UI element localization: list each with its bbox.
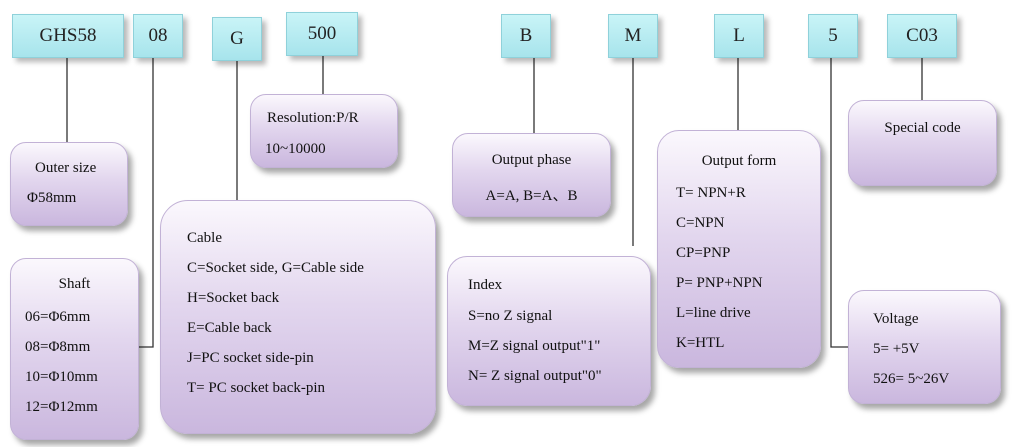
shaft-option-10: 10=Φ10mm — [25, 369, 98, 385]
resolution-range: 10~10000 — [265, 141, 326, 157]
index-option-m: M=Z signal output"1" — [468, 338, 601, 354]
outer-size-box: Outer size Φ58mm — [10, 142, 128, 226]
special-code-title: Special code — [884, 120, 961, 136]
index-option-n: N= Z signal output"0" — [468, 368, 602, 384]
output-phase-option: A=A, B=A、B — [485, 188, 578, 204]
outer-size-value: Φ58mm — [27, 190, 77, 206]
shaft-box: Shaft 06=Φ6mm 08=Φ8mm 10=Φ10mm 12=Φ12mm — [10, 258, 139, 440]
resolution-title: Resolution:P/R — [267, 110, 359, 126]
resolution-box: Resolution:P/R 10~10000 — [250, 94, 398, 168]
index-title: Index — [468, 277, 503, 293]
cable-title: Cable — [187, 230, 222, 246]
shaft-option-12: 12=Φ12mm — [25, 399, 98, 415]
cable-box: Cable C=Socket side, G=Cable side H=Sock… — [160, 200, 436, 434]
code-output-phase: B — [501, 14, 551, 58]
cable-option-t: T= PC socket back-pin — [187, 380, 326, 396]
output-form-option-cp: CP=PNP — [676, 245, 731, 261]
voltage-box: Voltage 5= +5V 526= 5~26V — [848, 290, 1001, 404]
voltage-option-5: 5= +5V — [873, 341, 920, 357]
output-form-option-l: L=line drive — [676, 305, 751, 321]
wire-voltage-to-voltage-box — [830, 58, 848, 348]
cable-option-c-g: C=Socket side, G=Cable side — [187, 260, 364, 276]
outer-size-title: Outer size — [35, 160, 97, 176]
cable-option-e: E=Cable back — [187, 320, 272, 336]
output-form-option-c: C=NPN — [676, 215, 725, 231]
index-box: Index S=no Z signal M=Z signal output"1"… — [447, 256, 651, 406]
code-resolution: 500 — [286, 12, 358, 56]
code-model: GHS58 — [12, 14, 124, 58]
voltage-title: Voltage — [873, 311, 919, 327]
code-shaft: 08 — [133, 14, 183, 58]
output-form-title: Output form — [701, 153, 777, 169]
output-form-option-t: T= NPN+R — [676, 185, 746, 201]
code-voltage: 5 — [808, 14, 858, 58]
output-phase-box: Output phase A=A, B=A、B — [452, 133, 611, 217]
shaft-option-08: 08=Φ8mm — [25, 339, 91, 355]
wire-shaft-to-shaft-box — [139, 56, 154, 348]
output-form-option-k: K=HTL — [676, 335, 725, 351]
index-option-s: S=no Z signal — [468, 308, 553, 324]
shaft-option-06: 06=Φ6mm — [25, 309, 91, 325]
output-form-box: Output form T= NPN+R C=NPN CP=PNP P= PNP… — [657, 130, 821, 368]
output-form-option-p: P= PNP+NPN — [676, 275, 763, 291]
cable-option-j: J=PC socket side-pin — [187, 350, 314, 366]
special-code-box: Special code — [848, 100, 997, 186]
output-phase-title: Output phase — [491, 152, 572, 168]
cable-option-h: H=Socket back — [187, 290, 280, 306]
voltage-option-526: 526= 5~26V — [873, 371, 950, 387]
shaft-title: Shaft — [58, 276, 91, 292]
code-special: C03 — [887, 14, 957, 58]
code-output-form: L — [714, 14, 764, 58]
code-index: M — [608, 14, 658, 58]
code-cable: G — [212, 17, 262, 61]
